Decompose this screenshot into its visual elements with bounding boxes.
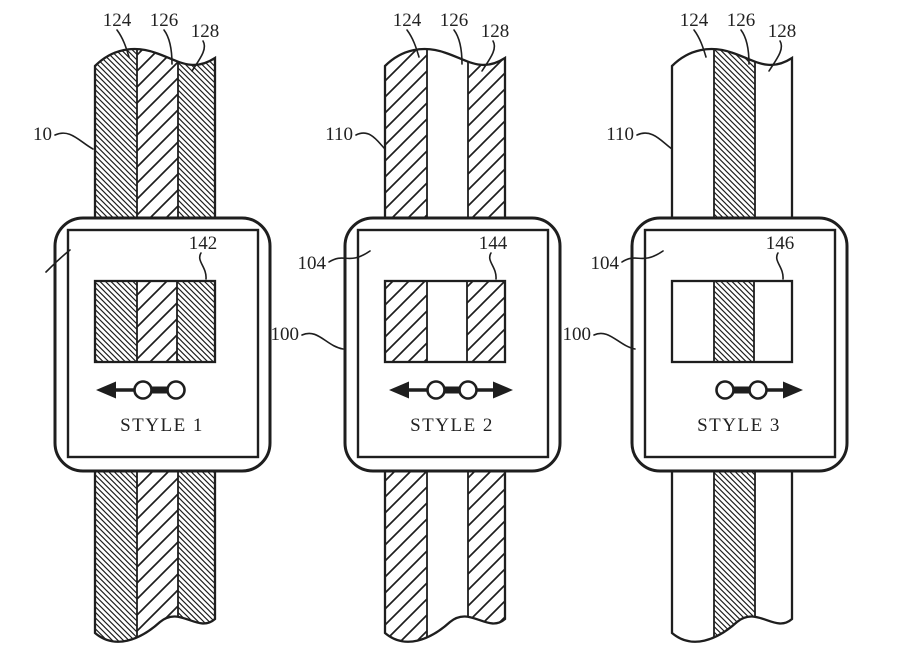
- watch-figure-style-1: STYLE 1 124 126 128 10 142: [33, 10, 272, 643]
- ref-label-110: 110: [325, 124, 353, 145]
- bottom-band: [95, 471, 215, 642]
- bottom-band: [385, 471, 505, 642]
- link-icon: [715, 380, 735, 400]
- ref-label-142: 142: [189, 233, 218, 254]
- ref-label-128: 128: [191, 21, 220, 42]
- left-arrow-icon: [389, 381, 409, 399]
- top-band: [385, 49, 505, 219]
- ref-label-10: 10: [33, 124, 52, 145]
- corner-tick: [45, 249, 71, 273]
- ref-label-104: 104: [591, 253, 620, 274]
- ref-label-124: 124: [103, 10, 132, 31]
- right-arrow-icon: [493, 381, 513, 399]
- style-label: STYLE 1: [120, 415, 204, 436]
- ref-label-126: 126: [150, 10, 179, 31]
- ref-label-144: 144: [479, 233, 508, 254]
- top-band: [95, 49, 215, 219]
- link-icon: [748, 380, 768, 400]
- display-swatch: [670, 279, 794, 364]
- ref-label-124: 124: [680, 10, 709, 31]
- ref-label-126: 126: [440, 10, 469, 31]
- ref-label-100: 100: [563, 324, 592, 345]
- ref-label-126: 126: [727, 10, 756, 31]
- watch-figure-style-2: STYLE 2 124 126 128 110 104 100 144: [271, 10, 562, 643]
- display-swatch: [383, 279, 507, 364]
- top-band: [713, 49, 756, 219]
- left-arrow-icon: [96, 381, 116, 399]
- watch-figure-style-3: STYLE 3 124 126 128 110 104 100 146: [563, 10, 849, 643]
- style-label: STYLE 2: [410, 415, 494, 436]
- right-arrow-icon: [783, 381, 803, 399]
- ref-label-110: 110: [606, 124, 634, 145]
- link-icon: [133, 380, 153, 400]
- ref-label-128: 128: [481, 21, 510, 42]
- display-swatch: [93, 279, 217, 364]
- ref-label-124: 124: [393, 10, 422, 31]
- link-icon: [458, 380, 478, 400]
- ref-label-104: 104: [298, 253, 327, 274]
- slide-indicator: [96, 380, 186, 400]
- slide-indicator: [389, 380, 513, 400]
- link-icon: [166, 380, 186, 400]
- bottom-band: [713, 471, 756, 642]
- slide-indicator: [715, 380, 803, 400]
- ref-label-128: 128: [768, 21, 797, 42]
- ref-label-146: 146: [766, 233, 795, 254]
- ref-label-100: 100: [271, 324, 300, 345]
- link-icon: [426, 380, 446, 400]
- style-label: STYLE 3: [697, 415, 781, 436]
